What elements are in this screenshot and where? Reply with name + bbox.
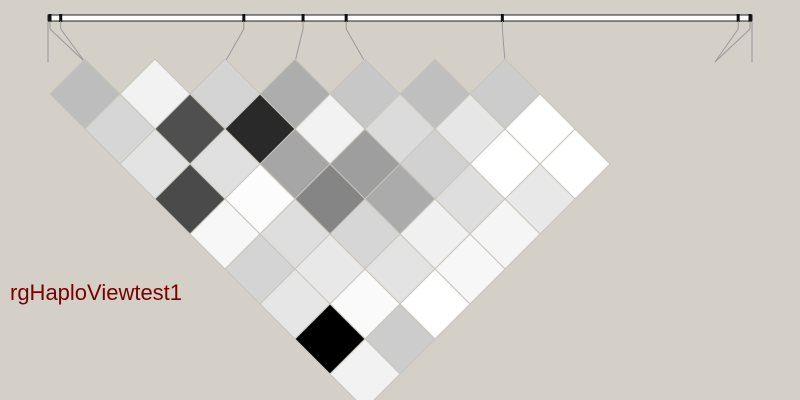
map-marker-tick xyxy=(736,14,740,22)
map-marker-connector xyxy=(714,28,739,63)
ld-cell xyxy=(329,338,401,400)
map-marker-tick xyxy=(344,14,348,22)
map-marker-connector xyxy=(60,28,86,63)
map-marker-tick xyxy=(48,14,52,22)
map-marker-connector xyxy=(294,28,304,63)
map-marker-tick xyxy=(301,14,305,22)
map-marker-connector xyxy=(49,28,86,63)
map-bar xyxy=(47,14,753,22)
plot-title: rgHaploViewtest1 xyxy=(10,280,183,305)
map-marker-connector xyxy=(714,28,751,63)
map-marker-connector xyxy=(224,28,245,63)
map-marker-tick xyxy=(500,14,504,22)
map-marker-tick xyxy=(748,14,752,22)
map-marker-tick xyxy=(242,14,246,22)
map-marker-connector xyxy=(345,28,366,63)
map-marker-tick xyxy=(59,14,63,22)
map-marker-connector xyxy=(501,28,506,63)
